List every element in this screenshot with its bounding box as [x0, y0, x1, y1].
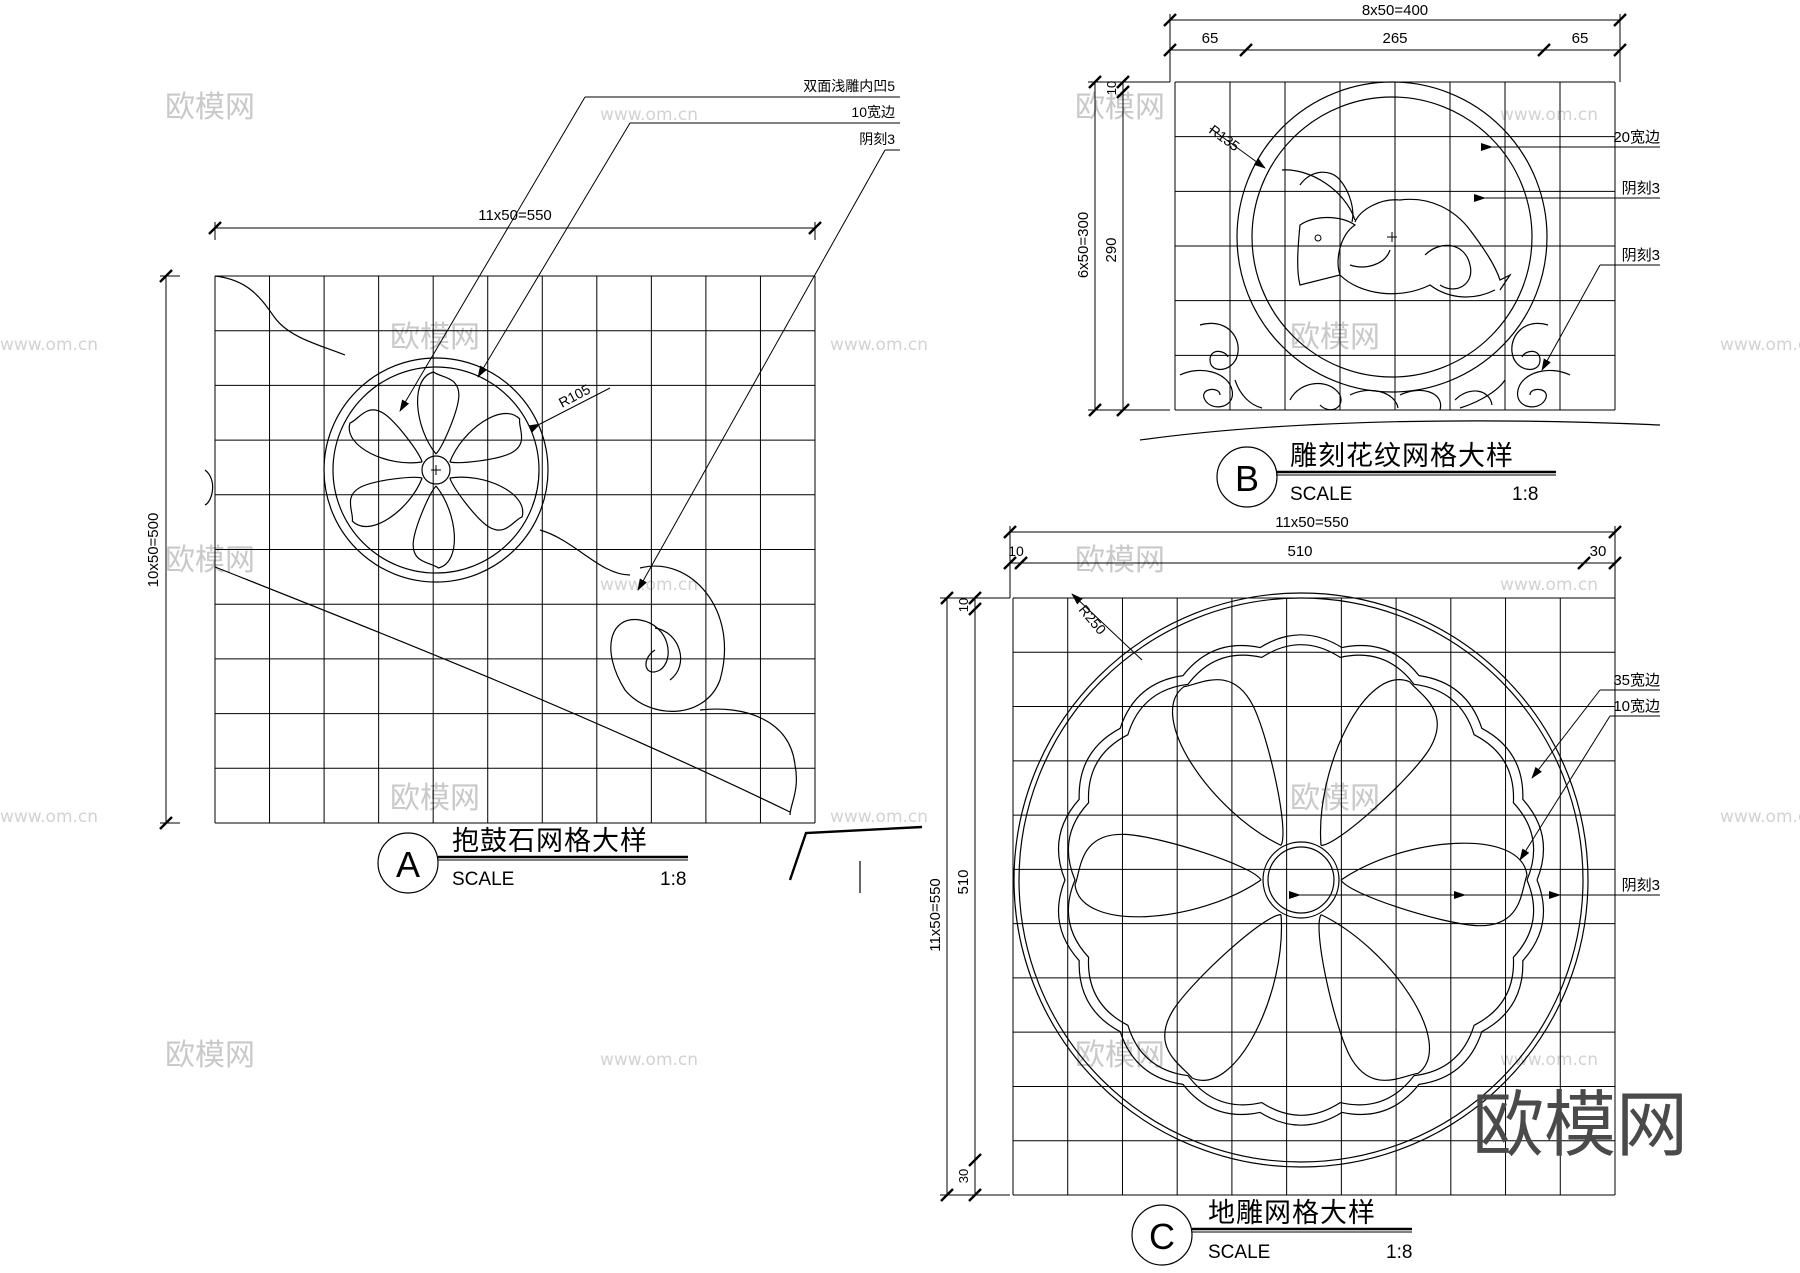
url-watermark: www.om.cn: [1500, 1050, 1598, 1070]
detail-a-petal: [349, 476, 423, 528]
detail-c-petal: [1074, 833, 1262, 918]
detail-c-title: 地雕网格大样: [1208, 1198, 1376, 1228]
detail-c-scale-value: 1:8: [1386, 1242, 1412, 1263]
detail-a-scale-value: 1:8: [660, 869, 686, 890]
detail-b-scale-value: 1:8: [1512, 484, 1538, 505]
detail-a-note-2: 10宽边: [851, 104, 895, 120]
url-watermark: www.om.cn: [830, 335, 928, 355]
url-watermark: www.om.cn: [1720, 335, 1800, 355]
detail-b-drawing: 8x50=400 65 265 65 6x50=300 10 290 R135 …: [1075, 2, 1661, 508]
detail-a-petal: [449, 412, 523, 464]
detail-c-petal: [1318, 914, 1431, 1081]
detail-a-height-dimension: 10x50=500: [145, 513, 162, 588]
detail-c-scallop-ring: [1067, 644, 1535, 1116]
detail-b-mid-dimension: 265: [1382, 30, 1407, 47]
detail-b-grid: [1174, 81, 1616, 411]
detail-b-height-dimension: 6x50=300: [1075, 212, 1092, 278]
detail-b-scale-label: SCALE: [1290, 484, 1352, 505]
brand-watermark: 欧模网: [1290, 781, 1380, 816]
url-watermark: www.om.cn: [600, 105, 698, 125]
detail-c-note-2: 10宽边: [1613, 698, 1660, 715]
detail-c-height-dimension: 11x50=550: [927, 878, 944, 952]
detail-b-bubble: B: [1235, 458, 1259, 499]
detail-b-total-dimension: 8x50=400: [1362, 2, 1428, 19]
detail-b-title: 雕刻花纹网格大样: [1290, 441, 1514, 471]
detail-a-note-3: 阴刻3: [859, 131, 895, 147]
url-watermark: www.om.cn: [600, 575, 698, 595]
detail-c-petal: [1319, 679, 1438, 846]
detail-c-scale-label: SCALE: [1208, 1242, 1270, 1263]
detail-b-right-dimension: 65: [1572, 30, 1589, 47]
detail-a-petal: [412, 485, 456, 569]
detail-c-right-dimension: 30: [1590, 543, 1607, 560]
detail-a-petal: [348, 409, 423, 464]
url-watermark: www.om.cn: [1500, 105, 1598, 125]
detail-c-top-dimension: 10: [956, 598, 971, 612]
detail-a-petal: [416, 371, 460, 455]
detail-c-petal: [1340, 842, 1528, 927]
detail-c-note-3: 阴刻3: [1622, 877, 1660, 894]
brand-watermark: 欧模网: [1290, 320, 1380, 355]
detail-b-inner-dimension: 290: [1103, 237, 1120, 262]
detail-a-bubble: A: [396, 844, 420, 885]
detail-c-radius-label: R250: [1076, 602, 1110, 638]
detail-c-drawing: 11x50=550 10 510 30 11x50=550 10 510 30 …: [927, 514, 1660, 1266]
detail-a-petals: [348, 371, 524, 569]
detail-a-note-1: 双面浅雕内凹5: [803, 78, 895, 94]
url-watermark: www.om.cn: [600, 1050, 698, 1070]
detail-c-total-dimension: 11x50=550: [1275, 514, 1349, 531]
detail-b-note-2: 阴刻3: [1622, 180, 1660, 197]
brand-watermark: 欧模网: [165, 90, 255, 125]
detail-c-bubble: C: [1149, 1216, 1175, 1257]
detail-c-inner-dimension: 510: [955, 869, 972, 894]
detail-b-note-3: 阴刻3: [1622, 247, 1660, 264]
detail-c-note-1: 35宽边: [1613, 672, 1660, 689]
brand-watermark: 欧模网: [390, 320, 480, 355]
detail-c-bottom-dimension: 30: [956, 1169, 971, 1183]
url-watermark: www.om.cn: [1500, 575, 1598, 595]
url-watermark: www.om.cn: [830, 807, 928, 827]
detail-a-scale-label: SCALE: [452, 869, 514, 890]
brand-watermark: 欧模网: [1075, 1038, 1165, 1073]
brand-watermark: 欧模网: [1075, 543, 1165, 578]
brand-watermark: 欧模网: [390, 781, 480, 816]
detail-b-radius-label: R135: [1206, 121, 1243, 154]
url-watermark: www.om.cn: [0, 335, 98, 355]
url-watermark: www.om.cn: [1720, 807, 1800, 827]
detail-a-drawing: 11x50=550 10x50=500 R105 双面浅雕内凹5 10宽边 阴刻…: [145, 78, 923, 894]
detail-c-petal: [1164, 914, 1283, 1081]
detail-c-mid-dimension: 510: [1287, 543, 1312, 560]
detail-c-petal: [1171, 679, 1284, 846]
detail-b-note-1: 20宽边: [1613, 129, 1660, 146]
url-watermark: www.om.cn: [0, 807, 98, 827]
detail-a-petal: [449, 476, 524, 531]
detail-c-scalloped-border: [1057, 634, 1545, 1126]
brand-watermark: 欧模网: [165, 543, 255, 578]
detail-c-petals: [1074, 679, 1528, 1081]
corner-brand-watermark: 欧模网: [1472, 1083, 1688, 1167]
brand-watermark: 欧模网: [165, 1038, 255, 1073]
detail-c-scallop-ring: [1057, 634, 1545, 1126]
detail-a-title: 抱鼓石网格大样: [452, 826, 648, 856]
detail-b-left-dimension: 65: [1202, 30, 1219, 47]
detail-a-grid: [214, 275, 816, 824]
detail-b-top-dimension: 10: [1104, 81, 1119, 95]
detail-c-left-dimension: 10: [1008, 543, 1024, 559]
